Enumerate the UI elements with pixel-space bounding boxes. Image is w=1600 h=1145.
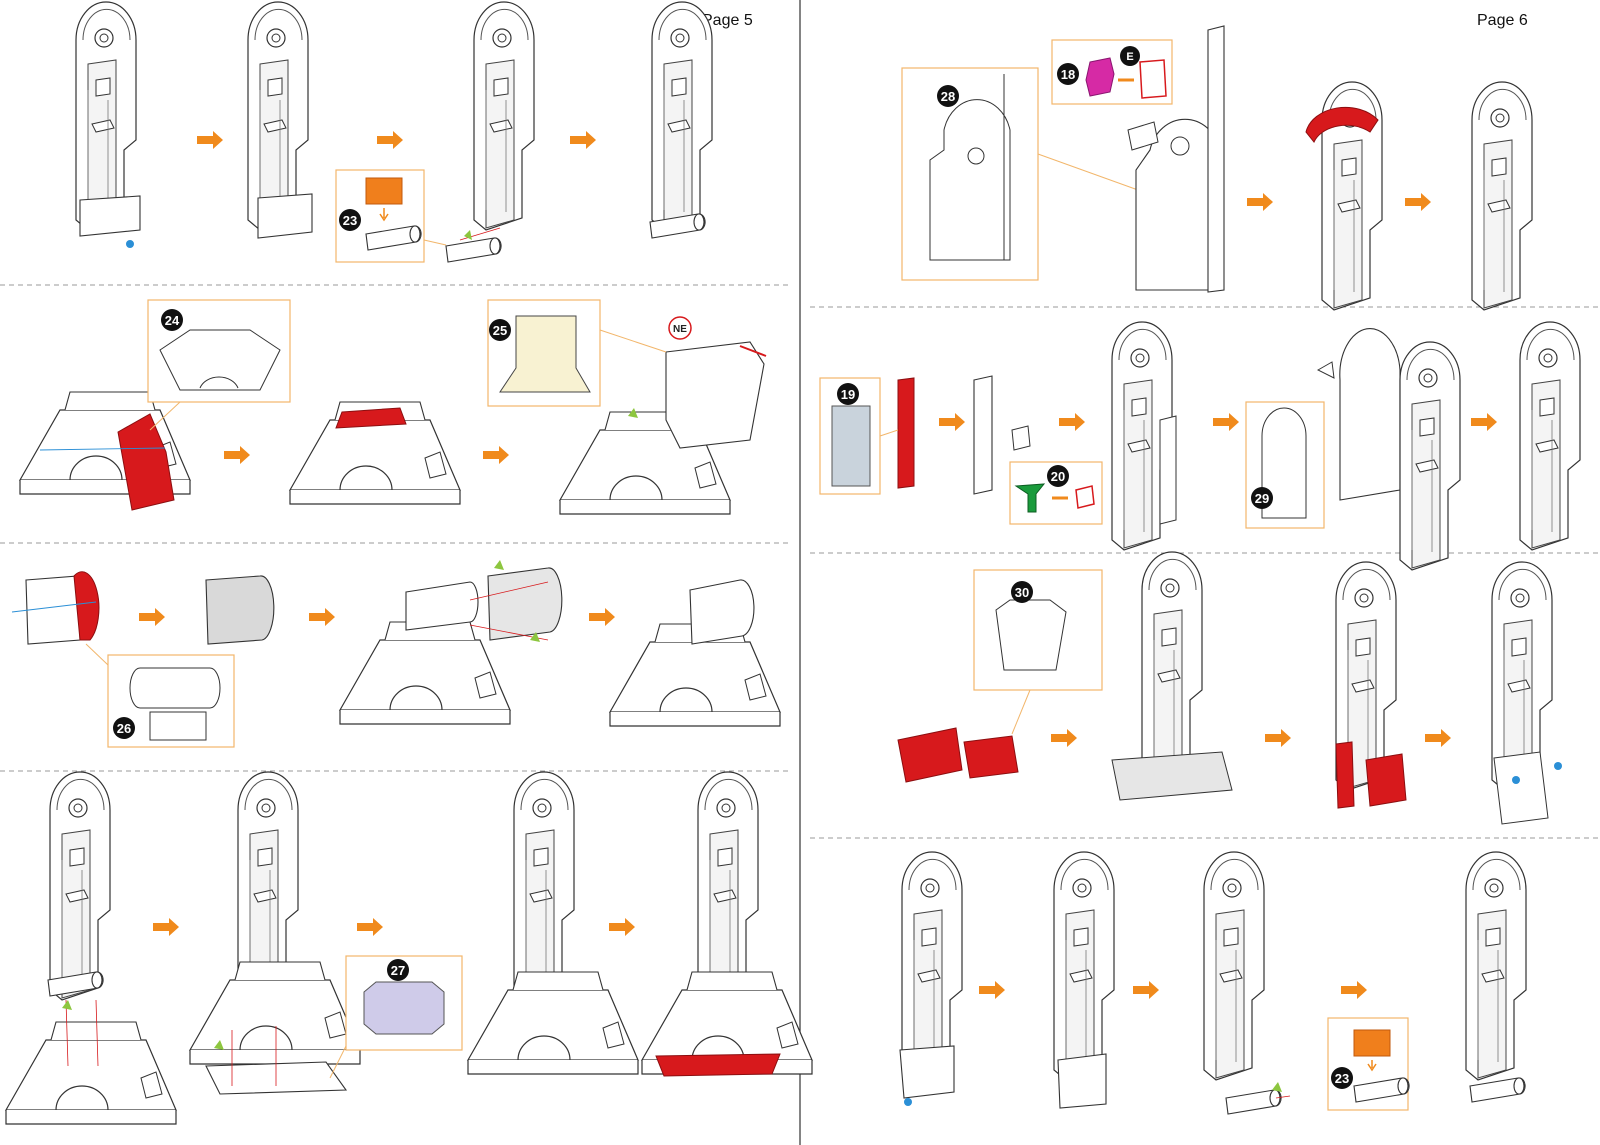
red-highlight-part: [117, 413, 175, 511]
step-arrow: [570, 131, 596, 149]
red-highlight-part: [1305, 106, 1379, 143]
step-arrow: [979, 981, 1005, 999]
step-arrow: [309, 608, 335, 626]
tag-e: E: [1126, 51, 1133, 63]
step-arrow: [1213, 413, 1239, 431]
tower-model: [1519, 321, 1581, 551]
blue-part: [831, 405, 871, 487]
lavender-part: [363, 981, 445, 1035]
step-number-20: 20: [1051, 469, 1065, 484]
step-arrow: [1471, 413, 1497, 431]
step-number-23b: 23: [1335, 1071, 1349, 1086]
tower-model: [75, 1, 137, 231]
red-highlight-part: [73, 571, 100, 641]
step-number-18: 18: [1061, 67, 1075, 82]
page5-row1: 23: [75, 1, 713, 263]
magenta-part: [1085, 57, 1115, 97]
orange-part: [1353, 1029, 1391, 1057]
step-arrow: [1247, 193, 1273, 211]
blue-dot-marker: [1554, 762, 1562, 770]
page6-row2: 19 20 29: [819, 321, 1581, 571]
orange-part: [365, 177, 403, 205]
step-arrow: [1425, 729, 1451, 747]
tower-model: [473, 1, 535, 231]
tag-ne: NE: [673, 324, 687, 335]
red-highlight-part: [1335, 741, 1355, 809]
step-arrow: [1405, 193, 1431, 211]
page6-row3: 30: [897, 551, 1562, 825]
page-6-label: Page 6: [1477, 12, 1528, 29]
step-number-24: 24: [165, 313, 180, 328]
tower-model: [1399, 341, 1461, 571]
tower-model: [1471, 81, 1533, 311]
red-highlight-part: [963, 735, 1019, 779]
step-number-28: 28: [941, 89, 955, 104]
step-arrow: [1059, 413, 1085, 431]
red-highlight-part: [335, 407, 407, 429]
tower-model: [651, 1, 713, 231]
red-highlight-part: [897, 727, 963, 783]
step-arrow: [939, 413, 965, 431]
step-arrow: [139, 608, 165, 626]
step-number-29: 29: [1255, 491, 1269, 506]
red-highlight-part: [897, 377, 915, 489]
step-arrow: [483, 446, 509, 464]
roll-part: [1225, 1089, 1282, 1115]
tower-model: [513, 771, 575, 1001]
base-model: [189, 961, 361, 1065]
base-model: [467, 971, 639, 1075]
page6-row1: 28 18 E: [901, 25, 1533, 311]
page-5-label: Page 5: [702, 12, 753, 29]
cream-part: [499, 315, 591, 393]
base-model: [339, 621, 511, 725]
step-arrow: [1265, 729, 1291, 747]
roll-part: [1469, 1077, 1526, 1103]
orientation-tag: [668, 316, 692, 340]
page5-row3: 26: [11, 560, 781, 748]
roll-part: [445, 237, 502, 263]
step-arrow: [153, 918, 179, 936]
base-model: [5, 1021, 177, 1125]
blue-dot-marker: [904, 1098, 912, 1106]
step-number-30: 30: [1015, 585, 1029, 600]
step-arrow: [377, 131, 403, 149]
tower-model: [1465, 851, 1527, 1081]
step-arrow: [1051, 729, 1077, 747]
tower-model: [1141, 551, 1203, 781]
tower-model: [49, 771, 111, 1001]
step-arrow: [197, 131, 223, 149]
page6-row4: 23: [899, 851, 1527, 1115]
step-number-25: 25: [493, 323, 507, 338]
step-arrow: [589, 608, 615, 626]
tower-model: [697, 771, 759, 1001]
step-number-27: 27: [391, 963, 405, 978]
blue-dot-marker: [1512, 776, 1520, 784]
step-number-23: 23: [343, 213, 357, 228]
blue-dot-marker: [126, 240, 134, 248]
page5-row4: 27: [5, 771, 813, 1125]
step-number-26: 26: [117, 721, 131, 736]
section-separators: [0, 284, 1600, 839]
page5-row2: 24 25 NE: [19, 299, 767, 515]
green-part: [1014, 483, 1046, 513]
step-arrow: [609, 918, 635, 936]
tower-model: [1203, 851, 1265, 1081]
red-highlight-part: [655, 1053, 781, 1077]
step-arrow: [357, 918, 383, 936]
step-arrow: [1133, 981, 1159, 999]
red-highlight-part: [1365, 753, 1407, 807]
step-arrow: [1341, 981, 1367, 999]
step-number-19: 19: [841, 387, 855, 402]
tower-model: [1053, 851, 1115, 1081]
step-arrow: [224, 446, 250, 464]
